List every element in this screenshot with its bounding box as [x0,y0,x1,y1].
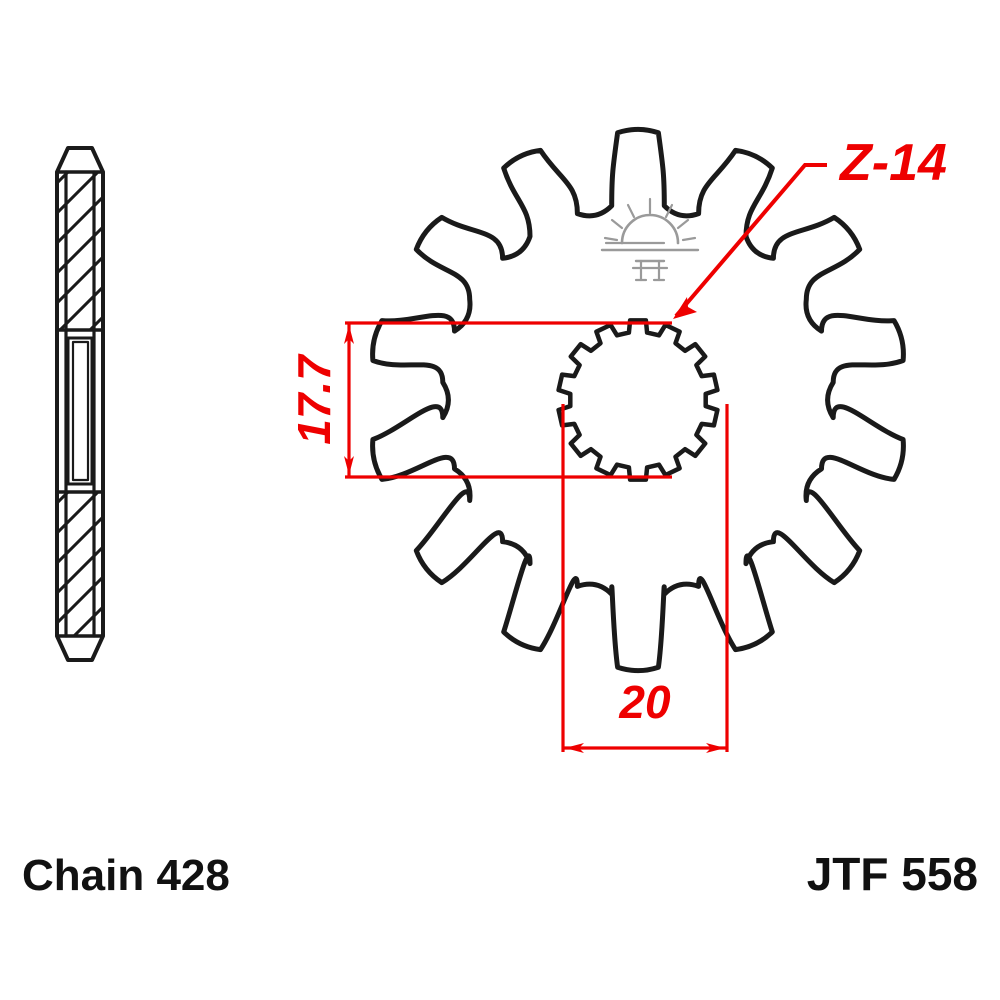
chain-label: Chain 428 [22,851,230,900]
side-section-view [55,146,105,662]
side-hatch-lower [58,493,102,636]
sunrise-gate-icon [600,197,700,282]
part-number-label: JTF 558 [807,848,978,900]
dimension-17-7-value: 17.7 [288,353,340,445]
dimension-17-7: 17.7 [288,321,672,479]
leader-arrow-icon [673,297,697,319]
dimension-20: 20 [561,404,729,753]
sprocket-tooth-profile [370,126,906,674]
hub-spline-profile [556,318,720,482]
arrow-right [706,743,725,753]
side-bore-rect-inner [71,340,90,482]
arrow-up [344,325,354,344]
arrow-left [565,743,584,753]
dimension-20-value: 20 [618,676,671,728]
callout-z14-text: Z-14 [838,134,947,192]
side-hatch-upper [58,173,102,329]
side-bore-rect [66,336,94,486]
arrow-down [344,456,354,475]
callout-z14: Z-14 [673,134,947,319]
front-view-sprocket [370,126,906,674]
leader-line [674,163,827,318]
